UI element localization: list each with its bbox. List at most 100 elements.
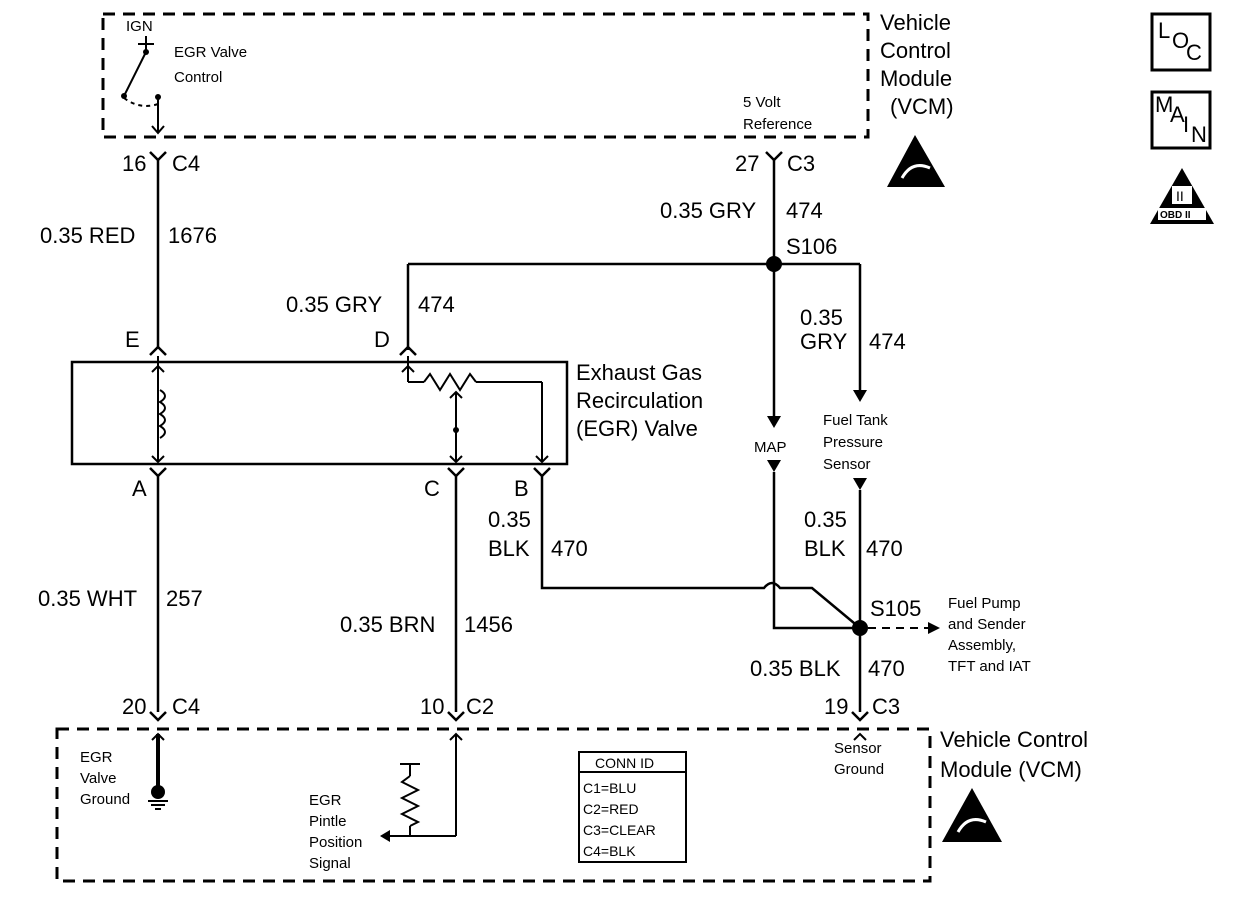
pintle-line-1: EGR bbox=[309, 792, 342, 809]
fuel-pump-line-1: Fuel Pump bbox=[948, 595, 1021, 612]
brn-gauge: 0.35 BRN bbox=[340, 612, 435, 637]
egr-title-line-2: Recirculation bbox=[576, 388, 703, 413]
main-letter: I bbox=[1183, 112, 1189, 137]
vcm-bottom-title-line-1: Vehicle Control bbox=[940, 727, 1088, 752]
red-gauge: 0.35 RED bbox=[40, 223, 135, 248]
blk-r-circuit: 470 bbox=[866, 536, 903, 561]
vcm-top-title-line-1: Vehicle bbox=[880, 10, 951, 35]
blk-r-gauge-1: 0.35 bbox=[804, 507, 847, 532]
egr-title-line-3: (EGR) Valve bbox=[576, 416, 698, 441]
red-circuit: 1676 bbox=[168, 223, 217, 248]
fuel-pump-line-4: TFT and IAT bbox=[948, 658, 1031, 675]
s106-label: S106 bbox=[786, 234, 837, 259]
vcm-top-box bbox=[101, 12, 870, 139]
egr-control-line-2: Control bbox=[174, 69, 222, 86]
gry-top-gauge: 0.35 GRY bbox=[660, 198, 757, 223]
main-badge[interactable]: M A I N bbox=[1150, 90, 1212, 150]
fuel-tank-line-2: Pressure bbox=[823, 434, 883, 451]
pin-d: D bbox=[374, 327, 390, 352]
wire-map-ground bbox=[772, 472, 860, 630]
gry-d-circuit: 474 bbox=[418, 292, 455, 317]
pin-a: A bbox=[132, 476, 147, 501]
blk-bot-gauge: 0.35 BLK bbox=[750, 656, 841, 681]
pin-c: C bbox=[424, 476, 440, 501]
esd-warning-icon bbox=[887, 135, 945, 187]
blk-bot-circuit: 470 bbox=[868, 656, 905, 681]
fuel-tank-line-1: Fuel Tank bbox=[823, 412, 888, 429]
obd-label: OBD II bbox=[1160, 210, 1191, 221]
sensor-ground-line-1: Sensor bbox=[834, 740, 882, 757]
gry-right-gauge-1: 0.35 bbox=[800, 305, 843, 330]
gry-right-circuit: 474 bbox=[869, 329, 906, 354]
loc-letter: O bbox=[1172, 28, 1189, 53]
conn-id-table: CONN ID C1=BLU C2=RED C3=CLEAR C4=BLK bbox=[578, 751, 687, 863]
vcm-bottom-title-line-2: Module (VCM) bbox=[940, 757, 1082, 782]
pintle-line-2: Pintle bbox=[309, 813, 347, 830]
pin-e: E bbox=[125, 327, 140, 352]
fuel-pump-line-3: Assembly, bbox=[948, 637, 1016, 654]
gry-top-circuit: 474 bbox=[786, 198, 823, 223]
conn-id-row: C4=BLK bbox=[583, 843, 636, 859]
main-letter: A bbox=[1170, 102, 1185, 127]
egr-ground-line-2: Valve bbox=[80, 770, 116, 787]
egr-ground-line-3: Ground bbox=[80, 791, 130, 808]
blk-b-gauge-2: BLK bbox=[488, 536, 530, 561]
splice-s105 bbox=[852, 620, 868, 636]
vcm-top-title-line-2: Control bbox=[880, 38, 951, 63]
brn-circuit: 1456 bbox=[464, 612, 513, 637]
blk-b-gauge-1: 0.35 bbox=[488, 507, 531, 532]
five-volt-line-2: Reference bbox=[743, 116, 812, 133]
five-volt-line-1: 5 Volt bbox=[743, 94, 781, 111]
sensor-ground-line-2: Ground bbox=[834, 761, 884, 778]
c2-bot: C2 bbox=[466, 694, 494, 719]
pin-27: 27 bbox=[735, 151, 759, 176]
egr-title-line-1: Exhaust Gas bbox=[576, 360, 702, 385]
esd-warning-icon bbox=[942, 788, 1002, 842]
c4-top: C4 bbox=[172, 151, 200, 176]
egr-control-line-1: EGR Valve bbox=[174, 44, 247, 61]
s105-label: S105 bbox=[870, 596, 921, 621]
pintle-line-3: Position bbox=[309, 834, 362, 851]
main-letter: N bbox=[1191, 122, 1207, 147]
pin-16: 16 bbox=[122, 151, 146, 176]
wht-gauge: 0.35 WHT bbox=[38, 586, 137, 611]
c3-top: C3 bbox=[787, 151, 815, 176]
conn-id-row: C2=RED bbox=[583, 801, 639, 817]
obd-ii-badge[interactable]: II OBD II bbox=[1150, 168, 1214, 224]
pin-10: 10 bbox=[420, 694, 444, 719]
c4-bot: C4 bbox=[172, 694, 200, 719]
egr-ground-line-1: EGR bbox=[80, 749, 113, 766]
conn-id-row: C3=CLEAR bbox=[583, 822, 656, 838]
loc-badge[interactable]: L O C bbox=[1150, 12, 1212, 72]
loc-letter: L bbox=[1158, 18, 1170, 43]
pintle-line-4: Signal bbox=[309, 855, 351, 872]
map-label: MAP bbox=[754, 439, 787, 456]
wht-circuit: 257 bbox=[166, 586, 203, 611]
wire-blk-470-b bbox=[540, 476, 861, 629]
pin-b: B bbox=[514, 476, 529, 501]
pin-19: 19 bbox=[824, 694, 848, 719]
pin-20: 20 bbox=[122, 694, 146, 719]
solenoid-coil-icon bbox=[151, 356, 166, 464]
blk-r-gauge-2: BLK bbox=[804, 536, 846, 561]
obd-roman: II bbox=[1176, 188, 1184, 204]
conn-id-header: CONN ID bbox=[595, 755, 654, 771]
gry-right-gauge-2: GRY bbox=[800, 329, 848, 354]
conn-id-row: C1=BLU bbox=[583, 780, 636, 796]
fuel-tank-line-3: Sensor bbox=[823, 456, 871, 473]
potentiometer-icon bbox=[401, 356, 549, 464]
ground-icon bbox=[148, 732, 168, 810]
pull-up-resistor-icon bbox=[380, 732, 463, 842]
egr-switch-icon bbox=[121, 36, 165, 135]
blk-b-circuit: 470 bbox=[551, 536, 588, 561]
vcm-top-title-line-3: Module bbox=[880, 66, 952, 91]
main-letter: M bbox=[1155, 92, 1173, 117]
egr-valve-box bbox=[70, 360, 569, 466]
gry-d-gauge: 0.35 GRY bbox=[286, 292, 383, 317]
ign-label: IGN bbox=[126, 18, 153, 35]
c3-bot: C3 bbox=[872, 694, 900, 719]
loc-letter: C bbox=[1186, 40, 1202, 65]
vcm-top-title-line-4: (VCM) bbox=[890, 94, 954, 119]
fuel-pump-line-2: and Sender bbox=[948, 616, 1026, 633]
